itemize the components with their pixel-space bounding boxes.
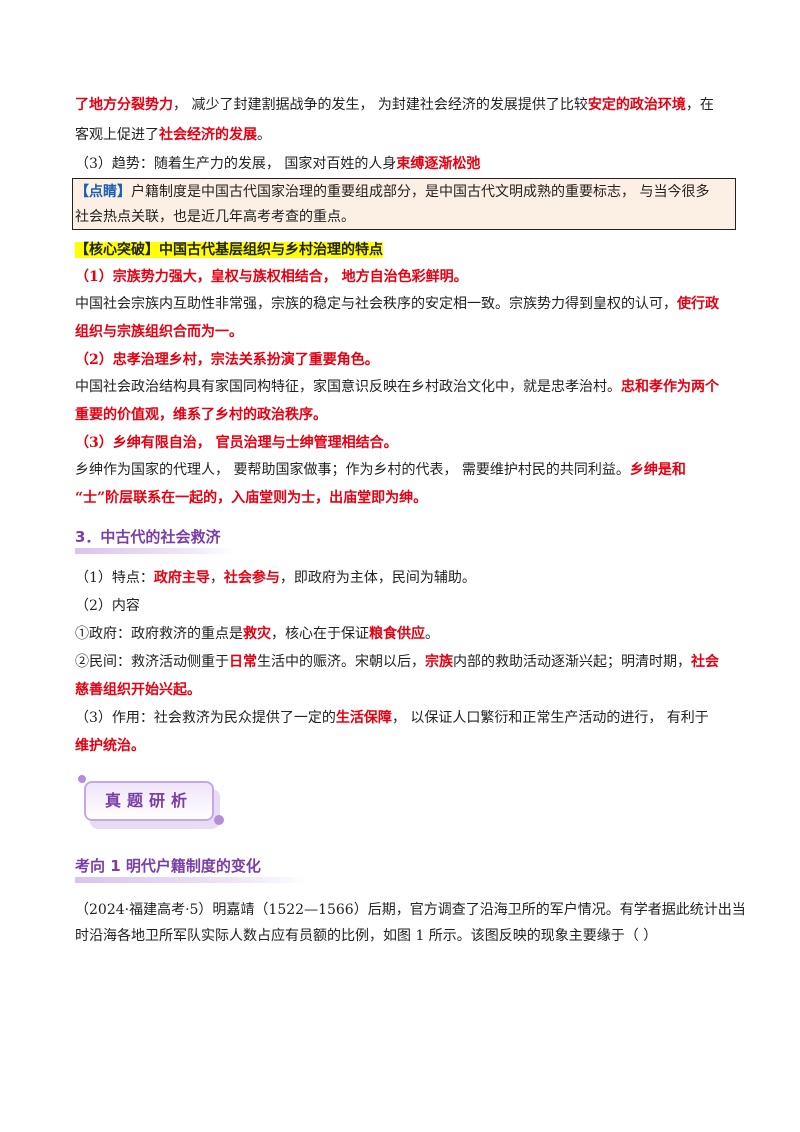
emphasis-text: 生活保障 bbox=[335, 710, 392, 726]
highlighted-heading: 【核心突破】中国古代基层组织与乡村治理的特点 bbox=[75, 242, 383, 258]
text: ①政府：政府救济的重点是 bbox=[75, 626, 243, 642]
para-line: （3）趋势：随着生产力的发展， 国家对百姓的人身束缚逐渐松弛 bbox=[75, 154, 480, 174]
emphasis-text: 忠和孝作为两个 bbox=[621, 379, 719, 395]
emphasis-text: 宗族 bbox=[425, 654, 453, 670]
emphasis-text: 维护统治。 bbox=[75, 738, 145, 754]
kaoxiang-underline bbox=[75, 877, 310, 883]
emphasis-text: 了地方分裂势力 bbox=[75, 97, 173, 113]
emphasis-text: 慈善组织开始兴起。 bbox=[75, 682, 201, 698]
question-line: （2024·福建高考·5）明嘉靖（1522—1566）后期，官方调查了沿海卫所的… bbox=[75, 902, 746, 918]
para-line: ①政府：政府救济的重点是救灾，核心在于保证粮食供应。 bbox=[75, 624, 439, 644]
dianjing-tag: 【点睛】 bbox=[75, 184, 131, 200]
text: ， bbox=[209, 570, 224, 586]
emphasis-text: 粮食供应 bbox=[369, 626, 425, 642]
dianjing-line: 【点睛】户籍制度是中国古代国家治理的重要组成部分，是中国古代文明成熟的重要标志，… bbox=[75, 182, 709, 202]
text: ， 减少了封建割据战争的发生， 为封建社会经济的发展提供了比较 bbox=[173, 97, 588, 113]
text: ，即政府为主体，民间为辅助。 bbox=[279, 570, 476, 586]
text: 乡绅作为国家的代理人， 要帮助国家做事；作为乡村的代表， 需要维护村民的共同利益… bbox=[75, 462, 630, 478]
emphasis-text: 社会 bbox=[691, 654, 719, 670]
para-line: 乡绅作为国家的代理人， 要帮助国家做事；作为乡村的代表， 需要维护村民的共同利益… bbox=[75, 460, 686, 480]
zhenti-badge: 真题研析 bbox=[78, 775, 224, 829]
emphasis-text: 重要的价值观，维系了乡村的政治秩序。 bbox=[75, 407, 327, 423]
text: 。 bbox=[425, 626, 439, 642]
text: 内部的救助活动逐渐兴起；明清时期， bbox=[453, 654, 691, 670]
section-title: 3．中古代的社会救济 bbox=[75, 528, 221, 546]
badge-label: 真题研析 bbox=[84, 781, 214, 821]
decor-dot bbox=[78, 775, 86, 783]
hexin-title: 【核心突破】中国古代基层组织与乡村治理的特点 bbox=[75, 240, 383, 260]
dianjing-box bbox=[72, 178, 736, 230]
section-title-underline bbox=[75, 548, 235, 554]
decor-dot bbox=[214, 815, 224, 825]
emphasis-text: 组织与宗族组织合而为一。 bbox=[75, 324, 243, 340]
emphasis-text: “士”阶层联系在一起的，入庙堂则为士，出庙堂即为绅。 bbox=[75, 490, 428, 506]
text: 生活中的赈济。宋朝以后， bbox=[257, 654, 425, 670]
text: 社会热点关联，也是近几年高考考查的重点。 bbox=[75, 209, 355, 225]
text: 中国社会宗族内互助性非常强，宗族的稳定与社会秩序的安定相一致。宗族势力得到皇权的… bbox=[75, 296, 677, 312]
text: 客观上促进了 bbox=[75, 127, 159, 143]
point-heading: （1）宗族势力强大，皇权与族权相结合， 地方自治色彩鲜明。 bbox=[75, 269, 468, 285]
question-line: 时沿海各地卫所军队实际人数占应有员额的比例，如图 1 所示。该图反映的现象主要缘… bbox=[75, 928, 658, 944]
text: ，在 bbox=[685, 97, 714, 113]
kaoxiang-title: 考向 1 明代户籍制度的变化 bbox=[75, 857, 261, 875]
para-line: （1）特点：政府主导，社会参与，即政府为主体，民间为辅助。 bbox=[75, 568, 476, 588]
text: ， 以保证人口繁衍和正常生产活动的进行， 有利于 bbox=[391, 710, 709, 726]
emphasis-text: 日常 bbox=[229, 654, 257, 670]
text: ，核心在于保证 bbox=[271, 626, 369, 642]
emphasis-text: 救灾 bbox=[243, 626, 271, 642]
text: （3）趋势：随着生产力的发展， 国家对百姓的人身 bbox=[75, 156, 397, 172]
emphasis-text: 社会经济的发展 bbox=[159, 127, 257, 143]
text: 。 bbox=[257, 127, 271, 143]
emphasis-text: 束缚逐渐松弛 bbox=[396, 156, 481, 172]
para-line: 客观上促进了社会经济的发展。 bbox=[75, 125, 271, 145]
text: （1）特点： bbox=[75, 570, 154, 586]
emphasis-text: 乡绅是和 bbox=[629, 462, 686, 478]
emphasis-text: 政府主导 bbox=[153, 570, 210, 586]
para-line: ②民间：救济活动侧重于日常生活中的赈济。宋朝以后，宗族内部的救助活动逐渐兴起；明… bbox=[75, 652, 719, 672]
emphasis-text: 社会参与 bbox=[223, 570, 280, 586]
emphasis-text: 安定的政治环境 bbox=[587, 97, 686, 113]
para-line: （2）内容 bbox=[75, 598, 140, 614]
para-line: 了地方分裂势力， 减少了封建割据战争的发生， 为封建社会经济的发展提供了比较安定… bbox=[75, 95, 714, 115]
para-line: （3）作用：社会救济为民众提供了一定的生活保障， 以保证人口繁衍和正常生产活动的… bbox=[75, 708, 709, 728]
text: 中国社会政治结构具有家国同构特征，家国意识反映在乡村政治文化中，就是忠孝治村。 bbox=[75, 379, 621, 395]
point-heading: （2）忠孝治理乡村，宗法关系扮演了重要角色。 bbox=[75, 352, 379, 368]
text: ②民间：救济活动侧重于 bbox=[75, 654, 229, 670]
text: （3）作用：社会救济为民众提供了一定的 bbox=[75, 710, 336, 726]
point-heading: （3）乡绅有限自治， 官员治理与士绅管理相结合。 bbox=[75, 435, 398, 451]
emphasis-text: 使行政 bbox=[677, 296, 719, 312]
para-line: 中国社会政治结构具有家国同构特征，家国意识反映在乡村政治文化中，就是忠孝治村。忠… bbox=[75, 377, 719, 397]
para-line: 中国社会宗族内互助性非常强，宗族的稳定与社会秩序的安定相一致。宗族势力得到皇权的… bbox=[75, 294, 719, 314]
text: 户籍制度是中国古代国家治理的重要组成部分，是中国古代文明成熟的重要标志， 与当今… bbox=[131, 184, 710, 200]
dianjing-line: 社会热点关联，也是近几年高考考查的重点。 bbox=[75, 207, 355, 227]
